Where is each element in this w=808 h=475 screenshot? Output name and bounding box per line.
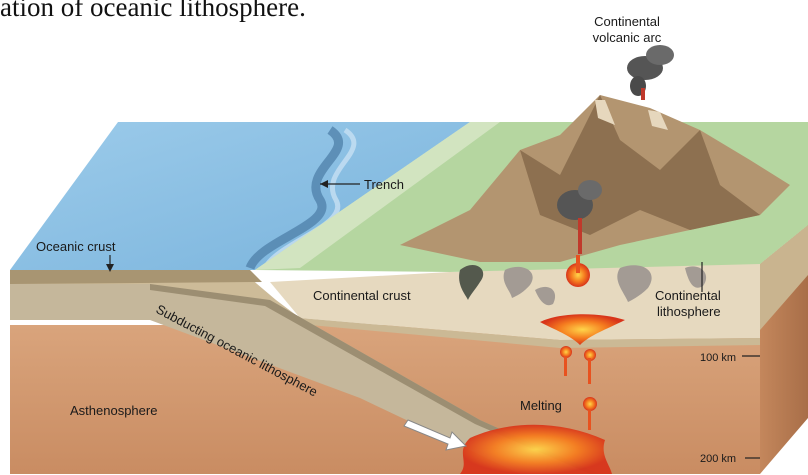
label-asthenosphere: Asthenosphere: [70, 403, 157, 418]
label-volcanic-arc: Continental: [594, 14, 660, 29]
label-continental-crust: Continental crust: [313, 288, 411, 303]
label-depth-200: 200 km: [700, 453, 736, 465]
oceanic-crust-top-band: [10, 270, 262, 284]
label-oceanic-crust: Oceanic crust: [36, 239, 116, 254]
label-continental-lithosphere: Continental: [655, 288, 721, 303]
label-melting: Melting: [520, 398, 562, 413]
label-volcanic-arc-2: volcanic arc: [593, 30, 662, 45]
label-continental-lithosphere-2: lithosphere: [657, 304, 721, 319]
label-trench: Trench: [364, 177, 404, 192]
label-depth-100: 100 km: [700, 352, 736, 364]
